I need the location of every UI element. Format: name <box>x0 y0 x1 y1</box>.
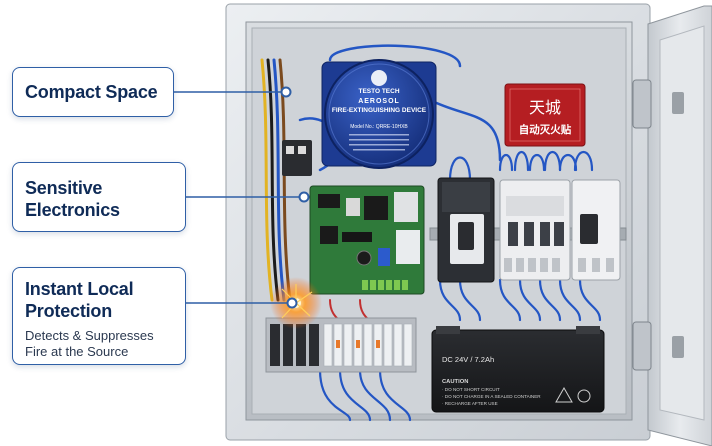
device-line2: FIRE-EXTINGUISHING DEVICE <box>332 107 427 114</box>
callout-connectors <box>174 91 302 304</box>
callout-instant-title-1: Instant Local <box>25 279 134 299</box>
callout-sensitive-title-2: Electronics <box>25 200 120 220</box>
callout-sensitive-title-1: Sensitive <box>25 178 103 198</box>
cabinet-door <box>632 5 712 446</box>
battery: DC 24V / 7.2Ah CAUTION · DO NOT SHORT CI… <box>431 326 605 413</box>
callout-instant-desc-1: Detects & Suppresses <box>25 328 154 343</box>
callout-compact-title: Compact Space <box>25 82 158 102</box>
sticker-label: 自动灭火贴 <box>519 123 572 136</box>
auto-fire-extinguishing-sticker: 天城 自动灭火贴 <box>504 83 586 147</box>
aerosol-fire-extinguishing-device: TESTO TECH AEROSOL FIRE-EXTINGUISHING DE… <box>321 59 437 169</box>
callout-instant-protection: Instant Local Protection Detects & Suppr… <box>12 267 186 365</box>
callout-anchor-dots <box>280 86 310 309</box>
device-brand: TESTO TECH <box>358 88 399 95</box>
battery-caution-title: CAUTION <box>442 379 468 385</box>
recycle-icon <box>577 389 591 403</box>
battery-caution-3: · RECHARGE AFTER USE <box>442 401 498 406</box>
callout-sensitive-electronics: Sensitive Electronics <box>12 162 186 232</box>
left-relay-modules <box>282 140 312 176</box>
terminal-blocks <box>265 317 417 373</box>
power-supply-module <box>437 177 495 283</box>
brand-logo-icon <box>371 70 387 86</box>
device-line1: AEROSOL <box>358 98 400 105</box>
battery-rating: DC 24V / 7.2Ah <box>442 355 494 364</box>
sticker-logo: 天城 <box>529 98 561 117</box>
battery-caution-1: · DO NOT SHORT CIRCUIT <box>442 387 500 392</box>
pcb-board <box>309 185 425 295</box>
callout-instant-desc-2: Fire at the Source <box>25 344 129 359</box>
callout-compact-space: Compact Space <box>12 67 174 117</box>
device-model: Model No.: QRRE-10HXB <box>350 124 408 130</box>
callout-instant-title-2: Protection <box>25 301 113 321</box>
warning-triangle-icon <box>555 386 573 403</box>
circuit-breakers <box>499 179 621 281</box>
battery-caution-2: · DO NOT CHARGE IN A SEALED CONTAINER <box>442 394 541 399</box>
